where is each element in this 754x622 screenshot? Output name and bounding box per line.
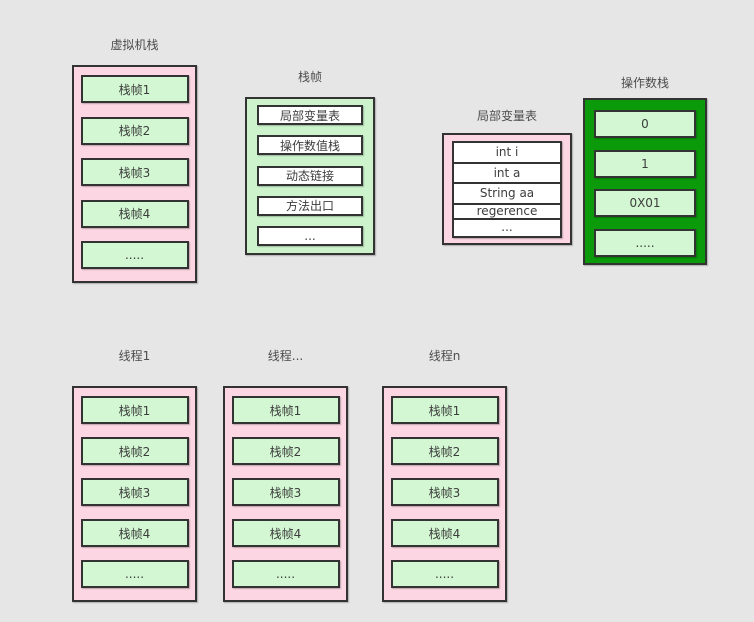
operand-stack-container: 0 1 0X01 ..... [583, 98, 707, 265]
vm-stack-frame-4: 栈帧4 [80, 199, 189, 228]
stack-frame-part-operand-stack: 操作数值栈 [257, 135, 363, 156]
thread-n-container: 栈帧1 栈帧2 栈帧3 栈帧4 ..... [382, 386, 507, 602]
thread-n-frame-1: 栈帧1 [390, 396, 499, 424]
thread-1-frame-3: 栈帧3 [80, 478, 189, 506]
thread-1-title: 线程1 [118, 349, 151, 363]
thread-n-frame-4: 栈帧4 [390, 519, 499, 547]
local-var-table-title: 局部变量表 [476, 109, 537, 123]
vm-stack-title: 虚拟机栈 [110, 38, 159, 52]
thread-n-frame-3: 栈帧3 [390, 478, 499, 506]
thread-n-title: 线程n [428, 349, 461, 363]
stack-frame-container: 局部变量表 操作数值栈 动态链接 方法出口 ... [245, 97, 375, 255]
local-var-table-container: int i int a String aa regerence ... [442, 133, 572, 245]
local-var-table: int i int a String aa regerence ... [452, 141, 562, 238]
stack-frame-title: 栈帧 [297, 70, 322, 84]
vm-stack-container: 栈帧1 栈帧2 栈帧3 栈帧4 ..... [72, 65, 197, 283]
thread-dots-frame-2: 栈帧2 [231, 437, 340, 465]
thread-1-frame-4: 栈帧4 [80, 519, 189, 547]
vm-stack-frame-more: ..... [80, 241, 189, 269]
thread-1-frame-2: 栈帧2 [80, 437, 189, 465]
operand-value-0: 0 [594, 110, 696, 138]
thread-1-frame-more: ..... [80, 560, 189, 588]
local-var-row-reference: regerence [454, 203, 560, 218]
thread-n-frame-2: 栈帧2 [390, 437, 499, 465]
thread-dots-frame-3: 栈帧3 [231, 478, 340, 506]
local-var-row-int-a: int a [454, 162, 560, 182]
local-var-row-string-aa: String aa [454, 182, 560, 203]
stack-frame-part-more: ... [257, 226, 363, 246]
thread-n-frame-more: ..... [390, 560, 499, 588]
thread-1-container: 栈帧1 栈帧2 栈帧3 栈帧4 ..... [72, 386, 197, 602]
vm-stack-frame-3: 栈帧3 [80, 158, 189, 186]
thread-dots-frame-4: 栈帧4 [231, 519, 340, 547]
thread-n-dots-container: 栈帧1 栈帧2 栈帧3 栈帧4 ..... [223, 386, 348, 602]
thread-n-dots-title: 线程... [267, 349, 304, 363]
operand-value-more: ..... [594, 228, 696, 257]
thread-dots-frame-more: ..... [231, 560, 340, 588]
operand-value-0x01: 0X01 [594, 189, 696, 218]
thread-dots-frame-1: 栈帧1 [231, 396, 340, 424]
stack-frame-part-local-vars: 局部变量表 [257, 105, 363, 125]
stack-frame-part-method-exit: 方法出口 [257, 195, 363, 216]
vm-stack-frame-2: 栈帧2 [80, 116, 189, 145]
stack-frame-part-dynamic-link: 动态链接 [257, 165, 363, 186]
local-var-row-int-i: int i [495, 145, 519, 159]
local-var-row-more: ... [454, 218, 560, 236]
operand-value-1: 1 [594, 149, 696, 178]
operand-stack-title: 操作数栈 [620, 76, 669, 90]
thread-1-frame-1: 栈帧1 [80, 396, 189, 424]
vm-stack-frame-1: 栈帧1 [80, 75, 189, 103]
